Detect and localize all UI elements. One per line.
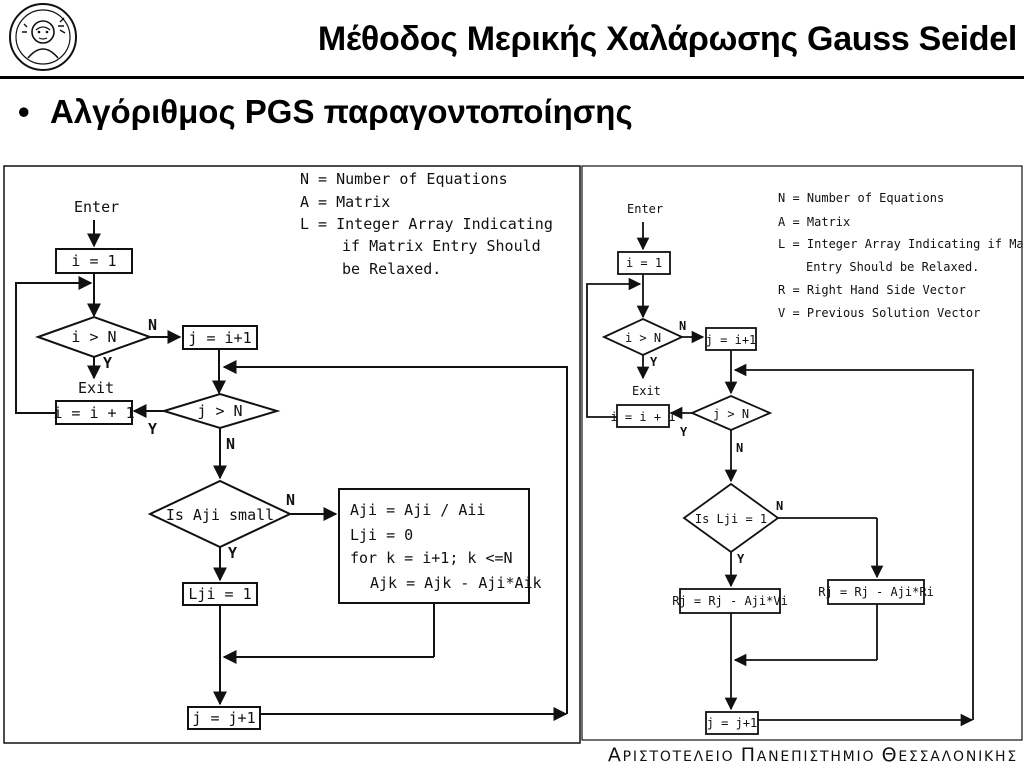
left-update-line: Ajk = Ajk - Aji*Aik: [370, 574, 542, 592]
right-yes-label: Y: [680, 425, 688, 439]
bullet-text: Αλγόριθμος PGS παραγοντοποίησης: [50, 93, 633, 130]
bullet-item: • Αλγόριθμος PGS παραγοντοποίησης: [18, 93, 633, 131]
right-panel-border: [581, 165, 1023, 741]
left-legend-line: N = Number of Equations: [300, 170, 508, 188]
slide-title: Μέθοδος Μερικής Χαλάρωσης Gauss Seidel: [317, 20, 1017, 58]
left-test-small-label: Is Aji small: [166, 506, 274, 524]
right-relax-r-box: [827, 579, 925, 605]
right-incr-i-label: i = i + 1: [610, 410, 675, 424]
right-yes-label: Y: [650, 355, 658, 369]
right-relax-v-label: Rj = Rj - Aji*Vi: [672, 594, 788, 608]
right-init-j-label: j = i+1: [706, 333, 757, 347]
right-legend-line: L = Integer Array Indicating if Matrix: [778, 237, 1024, 251]
right-test-j-diamond: [689, 395, 773, 431]
left-set-l-label: Lji = 1: [188, 585, 251, 603]
right-init-i-label: i = 1: [626, 256, 662, 270]
left-test-j-label: j > N: [197, 402, 242, 420]
left-update-line: for k = i+1; k <=N: [350, 549, 513, 567]
left-test-i-label: i > N: [71, 328, 116, 346]
right-relax-r-label: Rj = Rj - Aji*Ri: [818, 585, 934, 599]
right-no-label: N: [736, 441, 743, 455]
footer-word: ΑΝΕΠΙΣΤΗΜΙΟ: [756, 749, 876, 765]
footer-initial: Π: [740, 744, 757, 766]
left-incr-j-box: [187, 706, 261, 730]
left-no-label: N: [286, 491, 295, 509]
university-seal-logo: [9, 3, 77, 71]
left-incr-i-label: i = i + 1: [53, 404, 134, 422]
left-enter-label: Enter: [74, 198, 119, 216]
right-no-label: N: [776, 499, 783, 513]
left-flowchart: [3, 165, 581, 744]
right-legend-line: N = Number of Equations: [778, 191, 944, 205]
right-init-i-box: [617, 251, 671, 275]
left-exit-label: Exit: [78, 379, 114, 397]
right-incr-j-box: [705, 711, 759, 735]
footer-university-name: ΑΡΙΣΤΟΤΕΛΕΙΟ ΠΑΝΕΠΙΣΤΗΜΙΟ ΘΕΣΣΑΛΟΝΙΚΗΣ: [608, 744, 1018, 766]
left-flowchart-labels: N = Number of Equations A = Matrix L = I…: [53, 170, 553, 727]
left-test-j-diamond: [160, 392, 281, 430]
right-incr-i-box: [616, 404, 670, 428]
right-enter-label: Enter: [627, 202, 663, 216]
right-test-i-label: i > N: [625, 331, 661, 345]
right-test-j-label: j > N: [713, 407, 749, 421]
left-no-label: N: [226, 435, 235, 453]
bullet-marker: •: [18, 93, 30, 130]
footer-initial: Α: [607, 744, 623, 766]
right-relax-v-box: [679, 588, 781, 614]
left-legend-line: A = Matrix: [300, 193, 390, 211]
left-panel-border: [3, 165, 581, 744]
right-test-l-label: Is Lji = 1: [695, 512, 767, 526]
right-legend-line: V = Previous Solution Vector: [778, 306, 980, 320]
footer-initial: Θ: [881, 744, 899, 766]
left-yes-label: Y: [148, 420, 157, 438]
left-legend-line: be Relaxed.: [342, 260, 441, 278]
right-flowchart: [581, 165, 1023, 741]
right-incr-j-label: j = j+1: [707, 716, 758, 730]
right-legend-line: R = Right Hand Side Vector: [778, 283, 966, 297]
footer-word: ΕΣΣΑΛΟΝΙΚΗΣ: [898, 749, 1018, 765]
right-flowchart-labels: N = Number of Equations A = Matrix L = I…: [610, 191, 1024, 730]
left-yes-label: Y: [228, 544, 237, 562]
footer-word: ΡΙΣΤΟΤΕΛΕΙΟ: [622, 749, 735, 765]
left-legend-line: L = Integer Array Indicating: [300, 215, 553, 233]
left-init-i-label: i = 1: [71, 252, 116, 270]
title-divider: [0, 76, 1024, 79]
left-update-line: Aji = Aji / Aii: [350, 501, 485, 519]
left-yes-label: Y: [103, 354, 112, 372]
left-legend-line: if Matrix Entry Should: [342, 237, 541, 255]
right-no-label: N: [679, 319, 686, 333]
left-update-line: Lji = 0: [350, 526, 413, 544]
left-no-label: N: [148, 316, 157, 334]
right-legend-line: A = Matrix: [778, 215, 850, 229]
right-exit-label: Exit: [632, 384, 661, 398]
right-yes-label: Y: [737, 552, 745, 566]
left-init-j-label: j = i+1: [188, 329, 251, 347]
left-incr-j-label: j = j+1: [192, 709, 255, 727]
right-legend-line: Entry Should be Relaxed.: [806, 260, 979, 274]
